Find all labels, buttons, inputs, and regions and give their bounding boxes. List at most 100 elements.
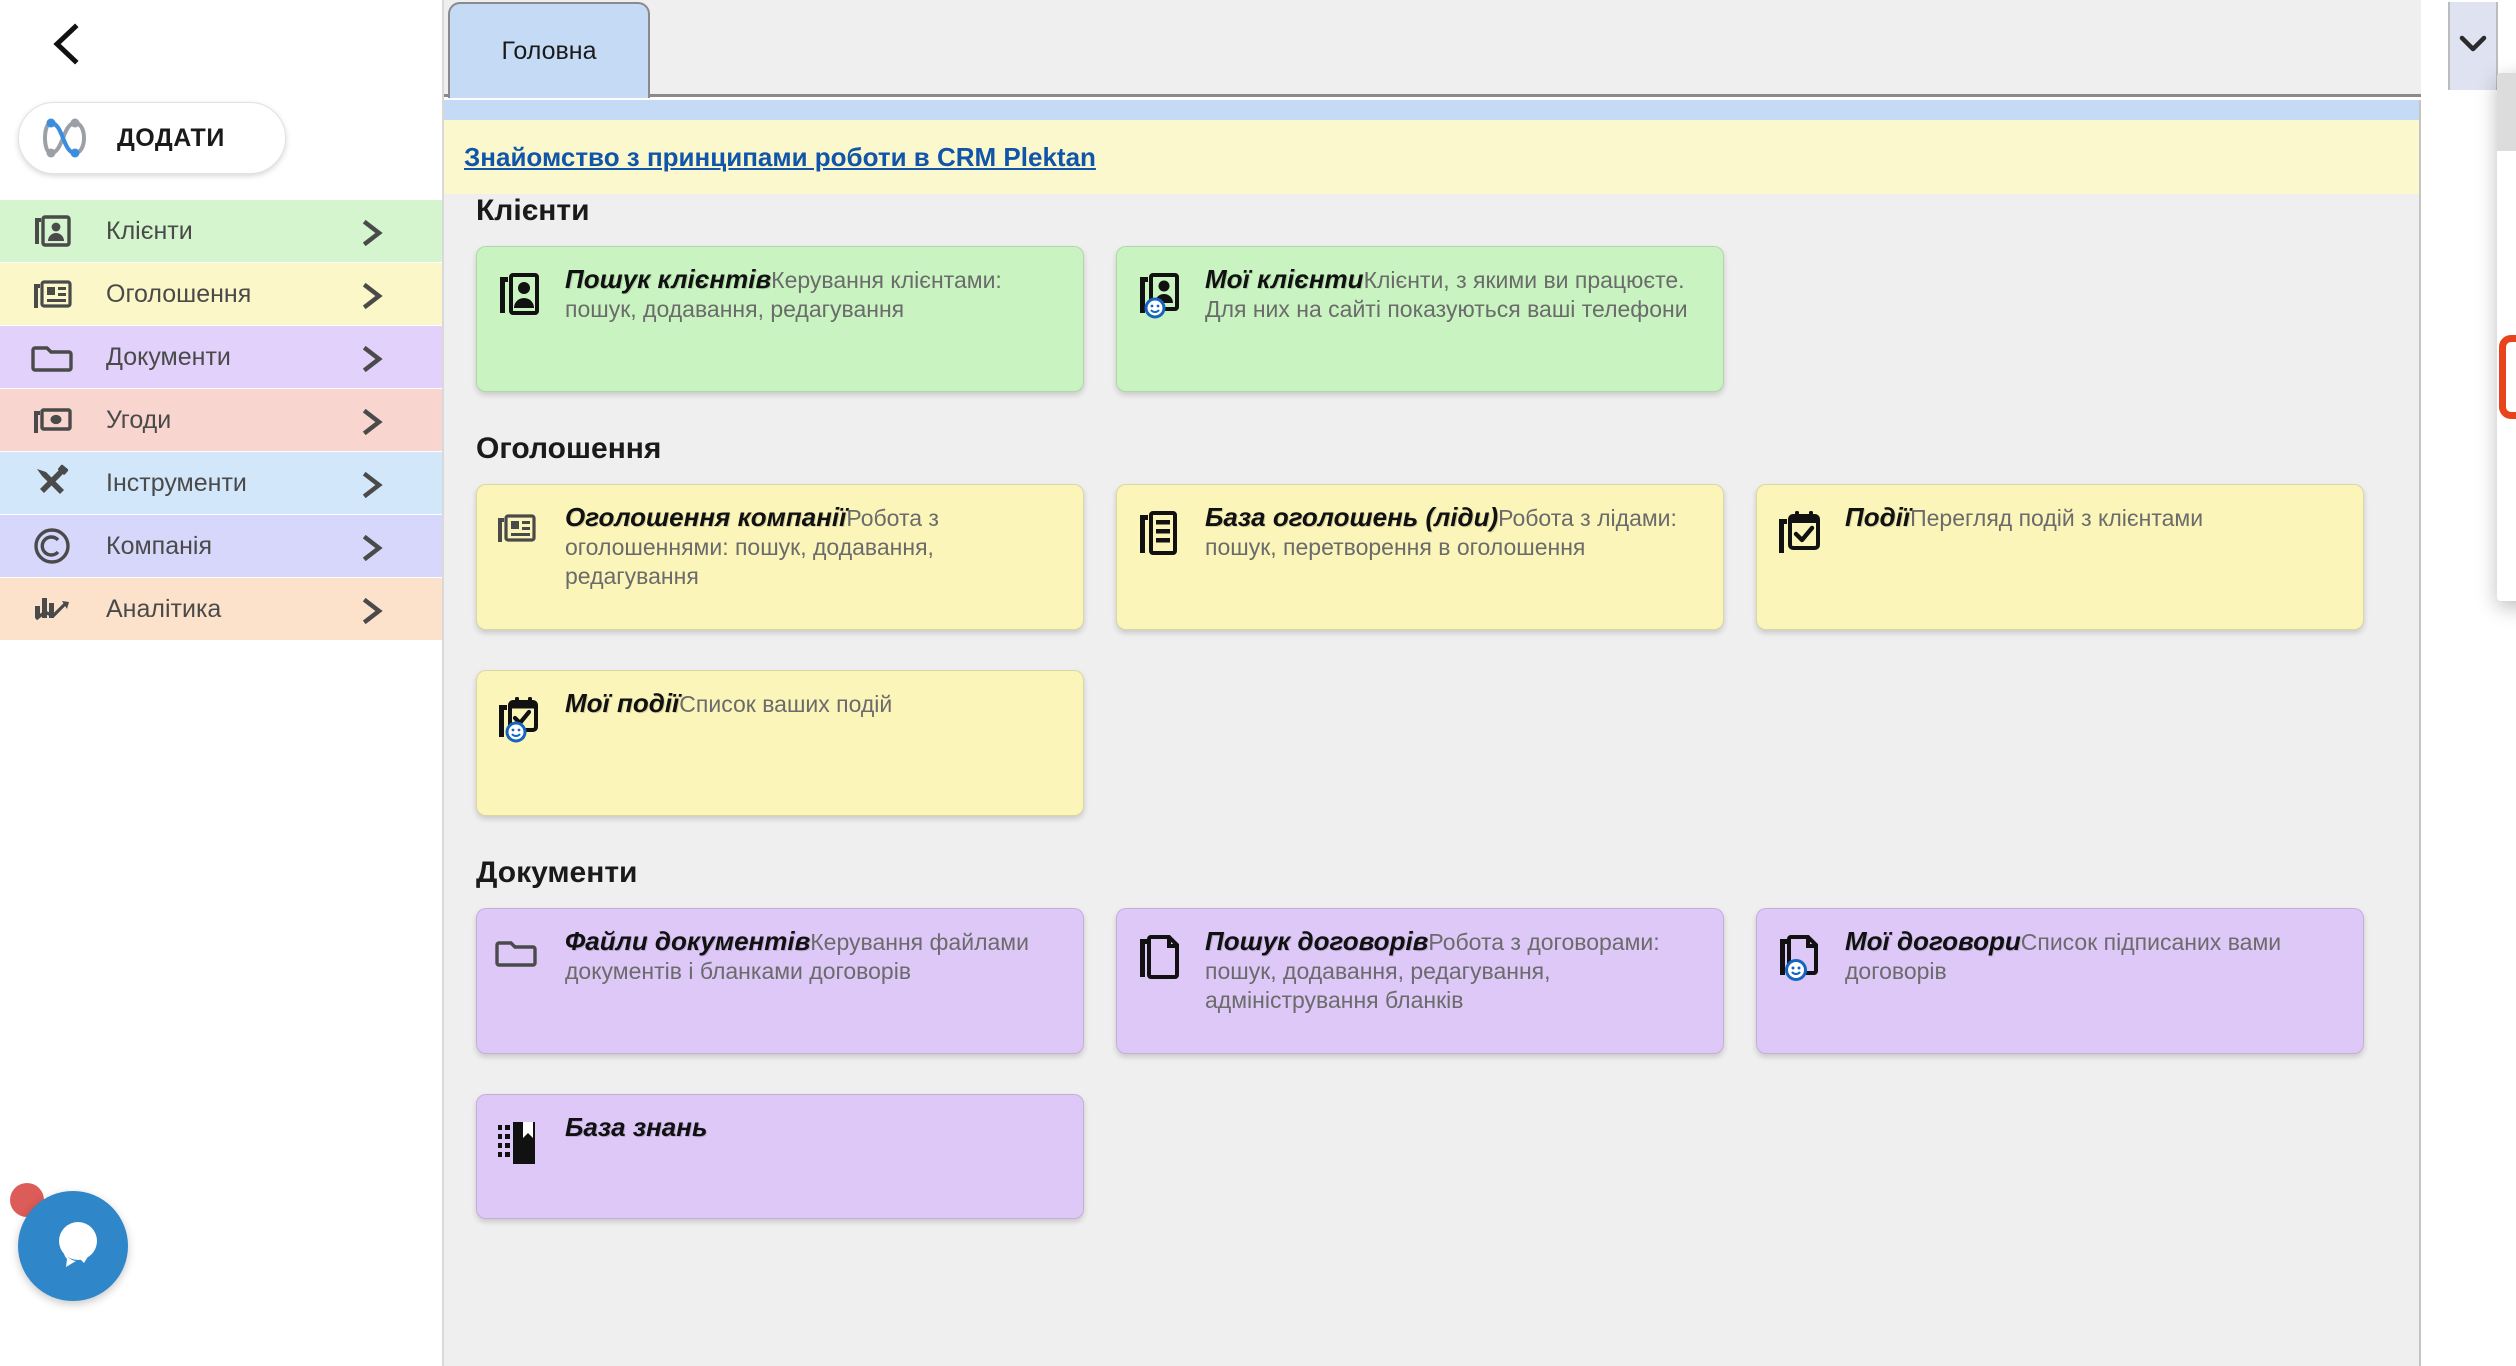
book-icon [495, 1117, 549, 1171]
card-text: Пошук клієнтівКерування клієнтами: пошук… [565, 265, 1067, 324]
tabs-overflow-button[interactable] [2448, 2, 2498, 90]
card-text: Пошук договорівРобота з договорами: пошу… [1205, 927, 1707, 1014]
card-text: База знань [565, 1113, 1067, 1142]
sidebar-item-2[interactable]: Документи [0, 326, 442, 388]
card-text: Мої подіїСписок ваших подій [565, 689, 1067, 719]
card-title: Пошук договорів [1205, 926, 1429, 956]
card-title: Мої договори [1845, 926, 2021, 956]
chevron-right-icon [362, 534, 384, 562]
sidebar-item-4[interactable]: Інструменти [0, 452, 442, 514]
copyright-icon [30, 524, 74, 568]
sidebar-item-label: Оголошення [106, 279, 252, 308]
sidebar-item-0[interactable]: Клієнти [0, 200, 442, 262]
user-menu-item-1[interactable]: Мої налаштування [2499, 335, 2516, 419]
tab-home-label: Головна [501, 36, 597, 65]
dashboard-card[interactable]: Пошук клієнтівКерування клієнтами: пошук… [476, 246, 1084, 392]
card-title: База оголошень (ліди) [1205, 502, 1499, 532]
info-banner: Знайомство з принципами роботи в CRM Ple… [444, 120, 2419, 194]
user-menu-header: Juli [2497, 73, 2516, 151]
chevron-right-icon [362, 471, 384, 499]
user-menu-body: Мова Українська Мій профільМої налаштува… [2497, 151, 2516, 601]
dashboard-card[interactable]: Мої клієнтиКлієнти, з якими ви працюєте.… [1116, 246, 1724, 392]
dashboard-card[interactable]: Мої подіїСписок ваших подій [476, 670, 1084, 816]
card-description: Робота з договорами: пошук, додавання, р… [1205, 929, 1660, 1013]
card-description: Робота з оголошеннями: пошук, додавання,… [565, 505, 939, 589]
section-spacer [444, 1225, 2419, 1259]
sidebar-item-label: Документи [106, 342, 231, 371]
language-row: Мова Українська [2497, 169, 2516, 257]
card-text: Мої договориСписок підписаних вами догов… [1845, 927, 2347, 986]
card-row: Оголошення компаніїРобота з оголошеннями… [476, 484, 2419, 630]
user-menu-items: Мій профільМої налаштуванняМоя статистик… [2497, 257, 2516, 575]
add-button[interactable]: ДОДАТИ [18, 102, 286, 174]
card-description: Керування файлами документів і бланками … [565, 929, 1029, 984]
sidebar-item-label: Угоди [106, 405, 172, 434]
section-title: Документи [476, 856, 638, 889]
chevron-right-icon [362, 282, 384, 310]
add-button-label: ДОДАТИ [117, 123, 225, 152]
dashboard-card[interactable]: Мої договориСписок підписаних вами догов… [1756, 908, 2364, 1054]
card-description: Керування клієнтами: пошук, додавання, р… [565, 267, 1002, 322]
user-dropdown-menu: Juli Мова Українсь [2497, 73, 2516, 601]
card-title: Оголошення компанії [565, 502, 847, 532]
contacts-icon [30, 209, 74, 253]
section-title: Оголошення [476, 432, 662, 465]
dashboard-card[interactable]: Пошук договорівРобота з договорами: пошу… [1116, 908, 1724, 1054]
card-description: Робота з лідами: пошук, перетворення в о… [1205, 505, 1677, 560]
chat-bubbles-icon [18, 1191, 128, 1301]
contact-card-smiley-icon [1135, 269, 1189, 323]
dashboard-card[interactable]: База знань [476, 1094, 1084, 1219]
card-description: Клієнти, з якими ви працюєте. Для них на… [1205, 267, 1688, 322]
main-area: Головна J Знайомство з принципами роботи… [444, 0, 2516, 1366]
section-spacer [444, 636, 2419, 670]
sidebar-item-3[interactable]: Угоди [0, 389, 442, 451]
contact-card-icon [495, 269, 549, 323]
sidebar-item-label: Клієнти [106, 216, 193, 245]
card-title: База знань [565, 1112, 708, 1142]
user-menu-item-0[interactable]: Мій профіль [2497, 257, 2516, 335]
content-area: Знайомство з принципами роботи в CRM Ple… [444, 100, 2421, 1366]
list-doc-icon [1135, 507, 1189, 561]
card-text: Файли документівКерування файлами докуме… [565, 927, 1067, 986]
sidebar-item-1[interactable]: Оголошення [0, 263, 442, 325]
card-text: ПодіїПерегляд подій з клієнтами [1845, 503, 2347, 533]
newspaper-icon [495, 507, 549, 561]
dashboard-card[interactable]: База оголошень (ліди)Робота з лідами: по… [1116, 484, 1724, 630]
document-smiley-icon [1775, 931, 1829, 985]
section-spacer [444, 822, 2419, 856]
sidebar-item-5[interactable]: Компанія [0, 515, 442, 577]
tab-underline [444, 100, 2419, 120]
chat-widget-button[interactable] [10, 1183, 128, 1301]
dashboard-card[interactable]: Оголошення компаніїРобота з оголошеннями… [476, 484, 1084, 630]
card-row: База знань [476, 1094, 2419, 1219]
card-title: Пошук клієнтів [565, 264, 772, 294]
calendar-check-smiley-icon [495, 693, 549, 747]
folder-icon [30, 335, 74, 379]
plektan-logo-icon [41, 113, 97, 163]
section-2: Мої подіїСписок ваших подій [444, 670, 2419, 816]
card-row: Мої подіїСписок ваших подій [476, 670, 2419, 816]
dashboard-card[interactable]: ПодіїПерегляд подій з клієнтами [1756, 484, 2364, 630]
user-menu-item-3[interactable]: Вийти [2497, 497, 2516, 575]
tab-strip: Головна [444, 0, 2421, 98]
card-description: Список підписаних вами договорів [1845, 929, 2282, 984]
calendar-check-icon [1775, 507, 1829, 561]
sidebar-item-6[interactable]: Аналітика [0, 578, 442, 640]
card-title: Файли документів [565, 926, 811, 956]
chevron-down-icon [2458, 34, 2488, 59]
onboarding-link[interactable]: Знайомство з принципами роботи в CRM Ple… [464, 141, 1096, 172]
sidebar-item-label: Інструменти [106, 468, 247, 497]
chevron-right-icon [362, 408, 384, 436]
dashboard-card[interactable]: Файли документівКерування файлами докуме… [476, 908, 1084, 1054]
sidebar-collapse-button[interactable] [40, 18, 92, 70]
card-description: Перегляд подій з клієнтами [1910, 505, 2204, 531]
tab-home[interactable]: Головна [448, 2, 650, 98]
folder-icon [495, 931, 549, 985]
user-menu-item-2[interactable]: Моя статистика [2497, 419, 2516, 497]
